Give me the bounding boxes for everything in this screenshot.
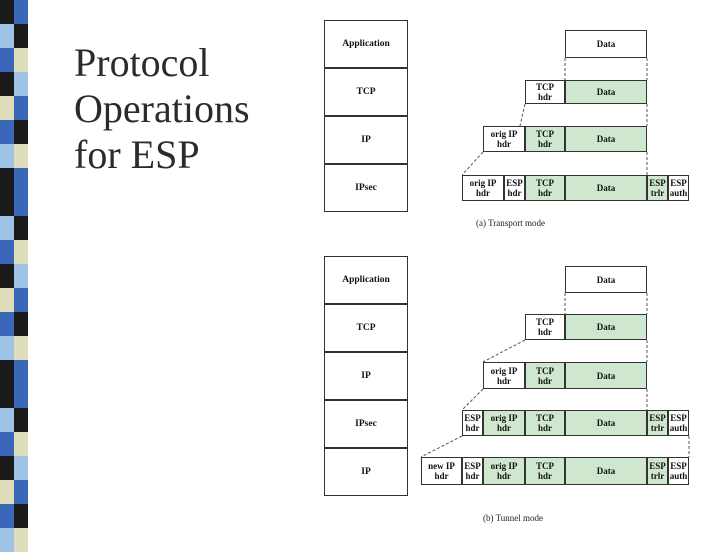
transport-layer-ipsec: IPsec [324, 164, 408, 212]
tunnel-app-data: Data [565, 266, 647, 293]
strip-segment [0, 120, 28, 144]
tunnel-tcp-tcp-hdr: TCP hdr [525, 314, 565, 340]
strip-segment [0, 96, 28, 120]
tunnel-ip-orig-ip-hdr: orig IP hdr [483, 362, 525, 389]
title-line-1: Protocol [74, 40, 210, 85]
strip-segment [0, 432, 28, 456]
strip-segment [0, 240, 28, 264]
transport-ip-orig-ip-hdr: orig IP hdr [483, 126, 525, 152]
decorative-side-strip [0, 0, 28, 552]
strip-segment [0, 192, 28, 216]
tunnel-mode-caption: (b) Tunnel mode [483, 513, 544, 523]
transport-ipsec-orig-ip-hdr: orig IP hdr [462, 175, 504, 201]
strip-segment [0, 456, 28, 480]
transport-ipsec-data: Data [565, 175, 647, 201]
transport-ip-data: Data [565, 126, 647, 152]
tunnel-ipsec-esp-auth: ESP auth [668, 410, 689, 436]
tunnel-layer-tcp: TCP [324, 304, 408, 352]
tunnel-layer-outer-ip: IP [324, 448, 408, 496]
strip-segment [0, 72, 28, 96]
tunnel-outer-esp-auth: ESP auth [668, 457, 689, 485]
strip-segment [0, 0, 28, 24]
strip-segment [0, 264, 28, 288]
tunnel-ipsec-data: Data [565, 410, 647, 436]
strip-segment [0, 312, 28, 336]
transport-app-data: Data [565, 30, 647, 58]
strip-segment [0, 144, 28, 168]
transport-ipsec-tcp-hdr: TCP hdr [525, 175, 565, 201]
transport-tcp-tcp-hdr: TCP hdr [525, 80, 565, 104]
tunnel-tcp-data: Data [565, 314, 647, 340]
tunnel-ip-tcp-hdr: TCP hdr [525, 362, 565, 389]
tunnel-ip-data: Data [565, 362, 647, 389]
tunnel-layer-ipsec: IPsec [324, 400, 408, 448]
slide-title: Protocol Operations for ESP [74, 40, 314, 178]
tunnel-ipsec-tcp-hdr: TCP hdr [525, 410, 565, 436]
transport-ipsec-esp-auth: ESP auth [668, 175, 689, 201]
strip-segment [0, 528, 28, 552]
strip-segment [0, 504, 28, 528]
tunnel-layer-application: Application [324, 256, 408, 304]
tunnel-ipsec-esp-trlr: ESP trlr [647, 410, 668, 436]
transport-ipsec-esp-trlr: ESP trlr [647, 175, 668, 201]
tunnel-ipsec-esp-hdr: ESP hdr [462, 410, 483, 436]
strip-segment [0, 288, 28, 312]
transport-layer-application: Application [324, 20, 408, 68]
transport-mode-caption: (a) Transport mode [476, 218, 545, 228]
tunnel-outer-data: Data [565, 457, 647, 485]
tunnel-outer-esp-hdr: ESP hdr [462, 457, 483, 485]
strip-segment [0, 408, 28, 432]
strip-segment [0, 168, 28, 192]
transport-layer-tcp: TCP [324, 68, 408, 116]
strip-segment [0, 360, 28, 384]
transport-tcp-data: Data [565, 80, 647, 104]
transport-layer-ip: IP [324, 116, 408, 164]
tunnel-layer-ip: IP [324, 352, 408, 400]
strip-segment [0, 336, 28, 360]
tunnel-ipsec-orig-ip-hdr: orig IP hdr [483, 410, 525, 436]
tunnel-outer-new-ip-hdr: new IP hdr [421, 457, 462, 485]
strip-segment [0, 48, 28, 72]
tunnel-outer-esp-trlr: ESP trlr [647, 457, 668, 485]
tunnel-outer-orig-ip-hdr: orig IP hdr [483, 457, 525, 485]
strip-segment [0, 384, 28, 408]
strip-segment [0, 216, 28, 240]
title-line-2: Operations [74, 86, 250, 131]
tunnel-outer-tcp-hdr: TCP hdr [525, 457, 565, 485]
strip-segment [0, 24, 28, 48]
title-line-3: for ESP [74, 132, 200, 177]
transport-ip-tcp-hdr: TCP hdr [525, 126, 565, 152]
transport-ipsec-esp-hdr: ESP hdr [504, 175, 525, 201]
strip-segment [0, 480, 28, 504]
